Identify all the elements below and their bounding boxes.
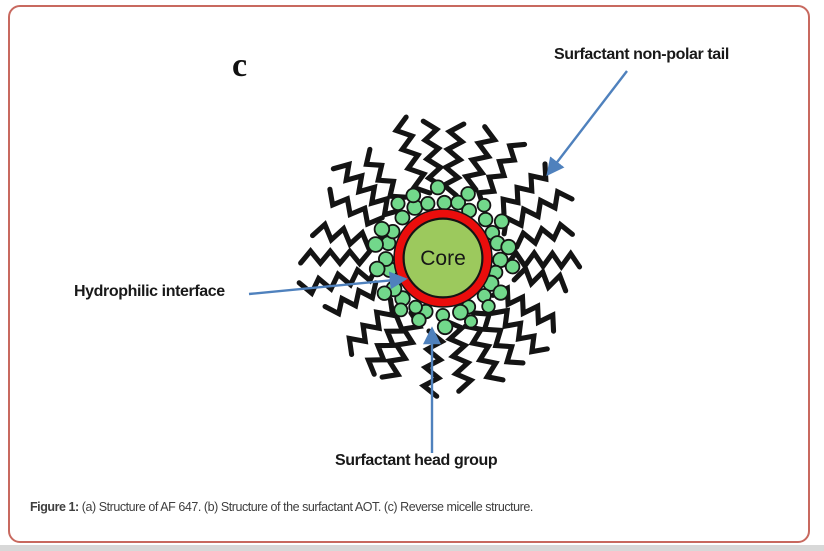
core-group: Core: [393, 208, 493, 308]
surfactant-head-group-dot: [504, 259, 521, 275]
figure-caption: Figure 1: (a) Structure of AF 647. (b) S…: [30, 500, 790, 514]
surfactant-tail: [439, 121, 467, 199]
surfactant-tail: [504, 248, 583, 271]
surfactant-head-group-dot: [476, 197, 492, 213]
surfactant-tail: [420, 118, 445, 189]
surfactant-head-group-dot: [373, 220, 391, 238]
surfactant-tail: [475, 141, 528, 210]
surfactant-tail: [363, 146, 408, 200]
surfactant-tail: [461, 124, 499, 193]
surfactant-head-group-dot: [493, 213, 510, 230]
core-circle: [402, 217, 484, 299]
surfactant-head-group-dot: [405, 187, 422, 204]
surfactant-tail: [511, 263, 569, 294]
hydrophilic-interface-ring: [394, 209, 492, 307]
surfactant-tail: [392, 114, 433, 196]
surfactant-head-group-dot: [408, 299, 423, 315]
label-surfactant-non-polar-tail: Surfactant non-polar tail: [554, 46, 729, 63]
surfactant-tail: [501, 187, 575, 237]
caption-body: (a) Structure of AF 647. (b) Structure o…: [78, 500, 534, 514]
surfactant-tail: [470, 310, 526, 366]
surfactant-head-group-dot: [500, 238, 517, 256]
annotation-arrows: [248, 70, 628, 453]
surfactant-tail: [514, 220, 575, 250]
surfactant-tail: [330, 160, 403, 219]
surfactant-head-group-dot: [394, 209, 411, 226]
surfactant-tail: [364, 314, 407, 377]
surfactant-tail: [444, 318, 476, 394]
surfactant-tail: [296, 263, 380, 298]
arrow-to-nonpolar-tail: [546, 70, 628, 177]
surfactant-head-group-dot: [390, 195, 406, 211]
surfactant-head-group-dot: [492, 284, 509, 301]
surfactant-head-group-dot: [376, 285, 393, 301]
surfactant-head-group-dot: [460, 186, 476, 202]
surfactant-head-group-dot: [452, 303, 469, 321]
surfactant-head-group-dot: [368, 260, 386, 278]
surfactant-head-group-dot: [377, 251, 394, 267]
surfactant-head-group-dot: [393, 302, 409, 318]
caption-prefix: Figure 1:: [30, 500, 79, 514]
label-hydrophilic-interface: Hydrophilic interface: [74, 283, 225, 300]
panel-label-c: c: [232, 47, 248, 84]
surfactant-tail: [379, 310, 424, 380]
head-group-dot-ring: [367, 179, 521, 336]
surfactant-tail-group: [296, 114, 583, 399]
page-bottom-divider: [0, 545, 824, 551]
surfactant-head-group-dot: [463, 314, 478, 329]
surfactant-head-group-dot: [367, 236, 384, 253]
surfactant-head-group-dot: [436, 318, 454, 336]
surfactant-tail: [298, 247, 373, 268]
arrow-to-hydrophilic-interface: [248, 271, 408, 296]
surfactant-tail: [489, 307, 550, 355]
surfactant-tail: [327, 186, 385, 228]
surfactant-head-group-dot: [429, 179, 446, 196]
surfactant-head-group-dot: [481, 299, 496, 314]
surfactant-tail: [322, 280, 379, 318]
surfactant-head-group-dot: [411, 312, 427, 328]
core-label: Core: [420, 247, 466, 270]
surfactant-head-group-dot: [436, 194, 453, 211]
surfactant-head-group-dot: [420, 196, 436, 212]
surfactant-tail: [462, 323, 506, 383]
label-surfactant-head-group: Surfactant head group: [335, 452, 498, 469]
surfactant-tail: [500, 161, 549, 217]
surfactant-head-group-dot: [477, 211, 494, 228]
surfactant-head-group-dot: [450, 194, 467, 211]
interface-outer-edge: [393, 208, 493, 308]
surfactant-tail: [346, 296, 396, 358]
